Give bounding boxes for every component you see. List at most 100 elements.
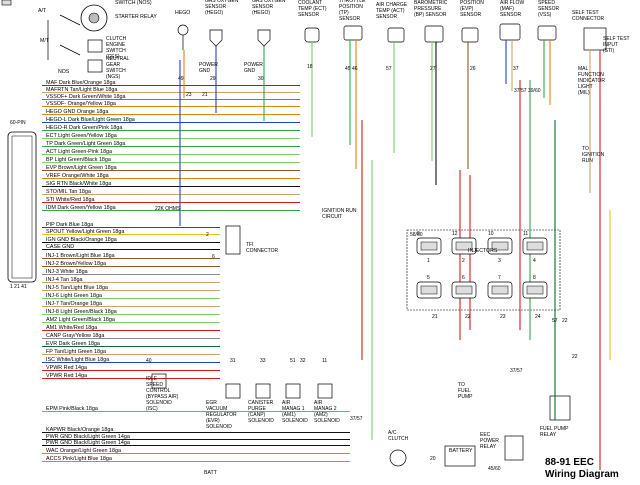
wire-label: MAFRTN Tan/Light Blue 18ga (46, 87, 117, 93)
mil-label: FUNCTION (578, 72, 604, 78)
hego-right-sensor (257, 29, 271, 47)
idle-speed-label: CONTROL (146, 388, 171, 394)
injector-number: 5 (427, 275, 430, 281)
air-manag-2-label: AIR (314, 400, 323, 406)
hego-label: HEGO (175, 10, 190, 16)
coolant-label: SENSOR (298, 12, 320, 18)
wire-number: 49 (178, 76, 184, 82)
wire-number: 39/60 (528, 88, 541, 94)
wire-label: KAPWR Black/Orange 18ga (46, 427, 113, 433)
ac-clutch (389, 449, 407, 467)
fuel-pump-relay (549, 395, 571, 421)
ac-clutch-label: CLUTCH (388, 436, 409, 442)
wire-label: IDM Dark Green/Yellow 18ga (46, 205, 116, 211)
wire-number: 26 (470, 66, 476, 72)
wire-number: 37/57 (514, 88, 527, 94)
wire-number: 37/57 (510, 368, 523, 374)
injectors-label: INJECTORS (468, 248, 498, 254)
egr-label: SOLENOID (206, 424, 232, 430)
tfi-label: CONNECTOR (246, 248, 279, 254)
wire-label: INJ-7 Tan/Orange 18ga (46, 301, 102, 307)
wire-number: 2 (206, 232, 209, 238)
battery-label: BATTERY (449, 448, 473, 454)
wire-number: 30 (258, 76, 264, 82)
neutral-gear-label: GEAR (106, 62, 121, 68)
injector-plug (455, 241, 473, 251)
oxygen-sensor-1-label: GAS OXYGEN (205, 0, 239, 4)
wire-number: 21 (202, 92, 208, 98)
at-label: A/T (38, 8, 47, 14)
idle-speed-label: SPEED (146, 382, 163, 388)
eec-power-relay (504, 435, 524, 461)
title-line-2: Wiring Diagram (545, 469, 619, 480)
wire-number: 33 (260, 358, 266, 364)
air-flow-label: SENSOR (500, 12, 522, 18)
oxygen-sensor-1-label: SENSOR (205, 4, 227, 10)
wire-number: 20 (430, 456, 436, 462)
wire-label: HEGO GND Orange 18ga (46, 109, 108, 115)
wire-label: VREF Orange/White 18ga (46, 173, 109, 179)
speed-label: (VSS) (538, 12, 552, 18)
nos-label: NOS (58, 69, 70, 75)
wire-label: ISC White/Light Blue 18ga (46, 357, 109, 363)
ignition-run-label: IGNITION RUN (322, 208, 357, 214)
wire-number: 31 (230, 358, 236, 364)
wire-number: 23 (500, 314, 506, 320)
wire-number: 10 (488, 231, 494, 237)
to-fuel-pump-label: FUEL (458, 388, 471, 394)
wire-number: 57 (386, 66, 392, 72)
ac-clutch-label: A/C (388, 430, 397, 436)
pin60-connector (7, 131, 37, 283)
power-gnd-2-label: POWER (244, 62, 263, 68)
injector-frame (406, 229, 561, 311)
wire-label: AM1 White/Red 18ga (46, 325, 97, 331)
injector-number: 3 (498, 258, 501, 264)
wire-label: INJ-6 Light Green 18ga (46, 293, 102, 299)
wire-label: INJ-5 Tan/Light Blue 18ga (46, 285, 108, 291)
injector-plug (491, 285, 509, 295)
self-test-connector (583, 27, 607, 51)
idle-speed-label: SOLENOID (146, 400, 172, 406)
oxygen-sensor-1-label: (HEGO) (205, 10, 223, 16)
throttle-label: (TP) (339, 10, 349, 16)
batt-label: BATT (204, 470, 218, 476)
to-ignition-label: TO (582, 146, 589, 152)
wire-label: ACCS Pink/Light Blue 18ga (46, 456, 112, 462)
wire-label: BP Light Green/Black 18ga (46, 157, 111, 163)
injector-number: 8 (533, 275, 536, 281)
mil-label: (MIL) (578, 90, 590, 96)
wire-label: HEGO-R Dark Green/Pink 18ga (46, 125, 122, 131)
evp-sensor (461, 27, 479, 43)
wire-number: 22 (572, 354, 578, 360)
to-ignition-label: IGNITION (582, 152, 605, 158)
wire-label: PWR GND Black/Light Green 14ga (46, 440, 130, 446)
power-gnd-2-label: GND (244, 68, 256, 74)
wire-number: 57 (552, 318, 558, 324)
hego-left-sensor (209, 29, 223, 47)
neutral-gear-label: NEUTRAL (106, 56, 130, 62)
starter-relay-symbol (80, 4, 108, 32)
to-fuel-pump-label: TO (458, 382, 465, 388)
coolant-label: COOLANT (298, 0, 322, 6)
wire-label: CANP Gray/Yellow 18ga (46, 333, 104, 339)
mil-label: MAL (578, 66, 589, 72)
multiline-labels: CLUTCHENGINESWITCH(CES)NEUTRALGEARSWITCH… (106, 0, 630, 450)
battery (444, 445, 476, 467)
wire-number: 12 (452, 231, 458, 237)
canister-label: SOLENOID (248, 418, 274, 424)
wire-label: FP Tan/Light Green 18ga (46, 349, 106, 355)
hego-sensor (177, 24, 189, 50)
self-test-input-label: INPUT (603, 42, 618, 48)
injector-number: 2 (462, 258, 465, 264)
self-test-label: CONNECTOR (572, 16, 605, 22)
canister-label: (CANP) (248, 412, 266, 418)
power-gnd-1-label: GND (199, 68, 211, 74)
position-evp-label: (EVP) (460, 6, 474, 12)
air-manag-1-label: (AM1) (282, 412, 296, 418)
eec-power-label: EEC (480, 432, 491, 438)
speed-label: SPEED (538, 0, 555, 6)
wire-label: EVP Brown/Light Green 18ga (46, 165, 117, 171)
air-manag-1-label: AIR (282, 400, 291, 406)
canister-label: CANISTER (248, 400, 274, 406)
